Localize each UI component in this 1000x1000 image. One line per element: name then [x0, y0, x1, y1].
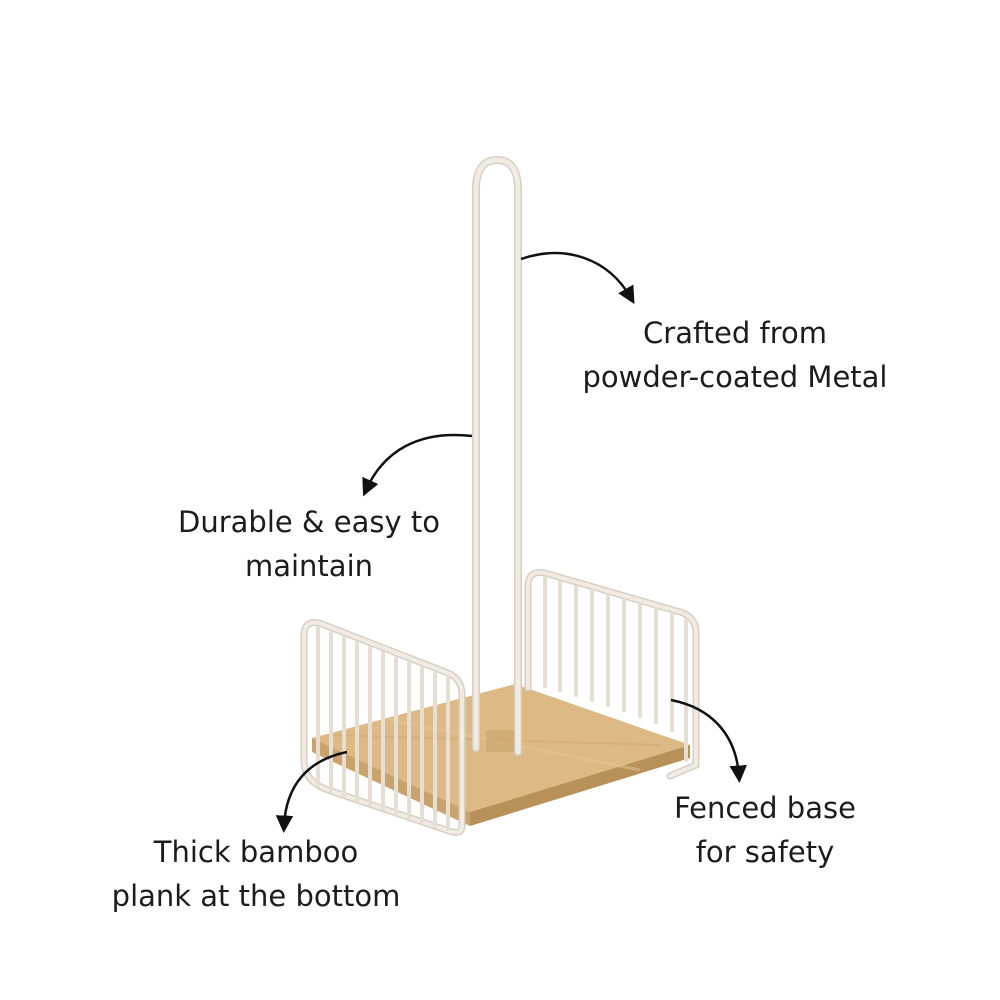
- arrow-bamboo: [275, 750, 348, 833]
- callout-bamboo-plank: Thick bamboo plank at the bottom: [96, 830, 416, 918]
- callout-fenced-line2: for safety: [695, 835, 835, 869]
- callout-bamboo-line2: plank at the bottom: [111, 879, 401, 913]
- upright-metal-loop: [472, 155, 522, 756]
- callout-fenced-base: Fenced base for safety: [640, 786, 890, 874]
- callout-durable: Durable & easy to maintain: [150, 500, 468, 588]
- callout-durable-line1: Durable & easy to: [178, 505, 440, 539]
- callout-metal-line1: Crafted from: [643, 316, 827, 350]
- arrow-fenced: [670, 698, 747, 783]
- callout-powder-coated-metal: Crafted from powder-coated Metal: [560, 311, 910, 399]
- bamboo-plank: [312, 684, 690, 826]
- left-fence: [300, 619, 466, 836]
- callout-fenced-line1: Fenced base: [674, 791, 856, 825]
- arrow-metal: [520, 251, 635, 305]
- callout-bamboo-line1: Thick bamboo: [153, 835, 359, 869]
- right-fence: [524, 569, 700, 780]
- callout-metal-line2: powder-coated Metal: [582, 360, 888, 394]
- arrow-durable: [362, 433, 473, 497]
- callout-durable-line2: maintain: [244, 549, 374, 583]
